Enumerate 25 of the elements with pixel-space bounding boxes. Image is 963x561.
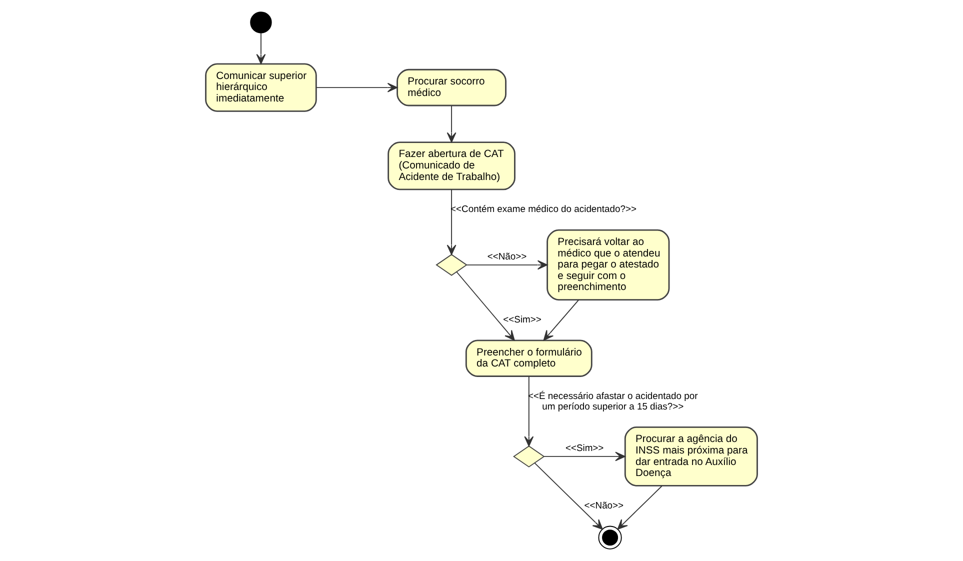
arrow <box>256 32 266 64</box>
node-box: Fazer abertura de CAT (Comunicado de Acidente de Trabalho) <box>388 142 516 190</box>
node-box: Comunicar superior hierárquico imediatamente <box>205 63 317 112</box>
edge-label: <<Não>> <box>584 499 624 510</box>
edge-label: <<Sim>> <box>565 442 604 453</box>
node-box: Procurar socorro médico <box>396 68 506 106</box>
arrow <box>316 82 398 92</box>
arrow <box>524 376 534 447</box>
node-diamond <box>436 254 468 276</box>
arrow <box>456 271 515 341</box>
arrow <box>446 105 456 143</box>
node-circle <box>250 12 272 34</box>
arrow <box>543 299 580 341</box>
arrow <box>534 462 603 530</box>
node-diamond <box>512 446 545 468</box>
node-box: Procurar a agência do INSS mais próxima para dar entrada no Auxílio Doença <box>624 426 758 486</box>
arrow <box>466 260 548 270</box>
edge-label: <<Não>> <box>487 250 527 262</box>
node-bullseye <box>598 526 622 550</box>
edge-label: <<Sim>> <box>503 313 542 324</box>
arrow <box>617 486 662 530</box>
node-box: Preencher o formulário da CAT completo <box>465 340 592 377</box>
arrow <box>544 452 626 462</box>
node-box: Precisará voltar ao médico que o atendeu para pegar o atestado e seguir com o preenchimento <box>546 229 670 301</box>
arrow <box>446 189 456 256</box>
